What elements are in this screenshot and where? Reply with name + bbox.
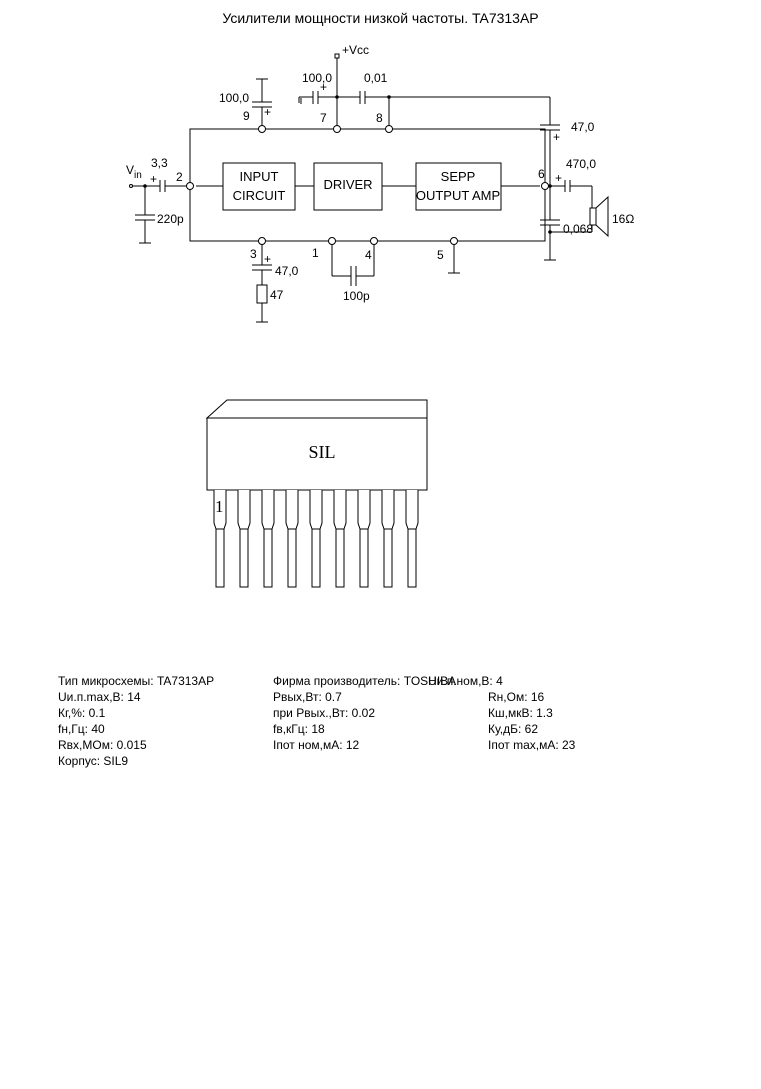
spec-noise: Кш,мкВ: 1.3: [488, 706, 553, 720]
spec-current-max: Iпот max,мА: 23: [488, 738, 576, 752]
package-lead-1: [213, 490, 227, 588]
package-lead-3: [261, 490, 275, 588]
pin-4-node: [370, 237, 378, 245]
spec-supply-max: Uи.п.max,В: 14: [58, 690, 141, 704]
pin-5-node: [450, 237, 458, 245]
spec-thd: Кг,%: 0.1: [58, 706, 106, 720]
pin-label-2: 2: [176, 170, 183, 184]
block-input-line1: INPUT: [240, 169, 279, 184]
input-label-sub: in: [134, 170, 142, 181]
cap-pin9-value: 100,0: [219, 91, 249, 105]
cap-zobel: [540, 186, 560, 261]
pin-label-6: 6: [538, 167, 545, 181]
pin-label-9: 9: [243, 109, 250, 123]
output-stage: [550, 180, 593, 233]
spec-output-power: Рвых,Вт: 0.7: [273, 690, 342, 704]
package-label: SIL: [309, 442, 336, 462]
spec-input-resistance: Rвх,МОм: 0.015: [58, 738, 147, 752]
pin-9-node: [258, 125, 266, 133]
package-lead-6: [333, 490, 347, 588]
cap-pin1-4-value: 100p: [343, 289, 370, 303]
input-label: V: [126, 163, 134, 177]
cap-bootstrap-plus: +: [553, 130, 560, 144]
pin-label-7: 7: [320, 111, 327, 125]
package-pin1-label: 1: [215, 497, 224, 516]
cap-in-plus: +: [150, 172, 157, 186]
pin-label-3: 3: [250, 247, 257, 261]
sil-package: [205, 399, 428, 588]
pin-2-node: [186, 182, 194, 190]
cap-pin7-plus: +: [320, 80, 327, 94]
cap-pin8-value: 0,01: [364, 71, 388, 85]
cap-pin9-plus: +: [264, 105, 271, 119]
input-stage: [131, 180, 187, 244]
spec-supply-nominal: Uи.п.ном,В: 4: [428, 674, 503, 688]
resistor-pin3: [256, 284, 268, 304]
cap-zobel-value: 0,068: [563, 222, 593, 236]
cap-pin3-value: 47,0: [275, 264, 299, 278]
package-lead-9: [405, 490, 419, 588]
cap-bootstrap-value: 47,0: [571, 120, 595, 134]
page-title: Усилители мощности низкой частоты. TA731…: [222, 10, 539, 26]
pin3-network: [252, 244, 272, 323]
cap-pin3-plus: +: [264, 252, 271, 266]
spec-row: fн,Гц: 40 fв,кГц: 18 Ку,дБ: 62: [58, 721, 708, 737]
cap-pin1-4: [331, 244, 375, 286]
pin-label-4: 4: [365, 248, 372, 262]
spec-type: Тип микросхемы: TA7313AP: [58, 674, 215, 688]
spec-load: Rн,Ом: 16: [488, 690, 545, 704]
pin-label-5: 5: [437, 248, 444, 262]
pin-3-node: [258, 237, 266, 245]
spec-row: Uи.п.max,В: 14 Рвых,Вт: 0.7 Rн,Ом: 16: [58, 689, 708, 705]
package-lead-8: [381, 490, 395, 588]
block-driver-label: DRIVER: [323, 177, 372, 192]
cap-pin7-value: 100,0: [302, 71, 332, 85]
spec-table: Тип микросхемы: TA7313AP Фирма производи…: [58, 673, 708, 769]
package-pins: [213, 490, 419, 588]
spec-manufacturer: Фирма производитель: TOSHIBA: [273, 674, 457, 688]
package-lead-7: [357, 490, 371, 588]
cap-out-plus: +: [555, 171, 562, 185]
cap-in-shunt-value: 220p: [157, 212, 184, 226]
spec-thd-power: при Рвых.,Вт: 0.02: [273, 706, 376, 720]
package-lead-5: [309, 490, 323, 588]
pin-label-1: 1: [312, 246, 319, 260]
spec-f-high: fв,кГц: 18: [273, 722, 325, 736]
speaker-icon: [589, 195, 609, 238]
spec-package: Корпус: SIL9: [58, 754, 129, 768]
spec-row: Тип микросхемы: TA7313AP Фирма производи…: [58, 673, 708, 689]
block-input-line2: CIRCUIT: [233, 188, 286, 203]
cap-pin9: [252, 78, 272, 126]
block-sepp-line2: OUTPUT AMP: [416, 188, 500, 203]
pin-8-node: [385, 125, 393, 133]
pin-label-8: 8: [376, 111, 383, 125]
cap-in-value: 3,3: [151, 156, 168, 170]
spec-f-low: fн,Гц: 40: [58, 722, 105, 736]
pin-6-node: [541, 182, 549, 190]
cap-out-value: 470,0: [566, 157, 596, 171]
pin5-ground: [448, 244, 460, 274]
package-lead-2: [237, 490, 251, 588]
pin-1-node: [328, 237, 336, 245]
vcc-label: +Vcc: [342, 43, 369, 57]
spec-row: Rвх,МОм: 0.015 Iпот ном,мА: 12 Iпот max,…: [58, 737, 708, 753]
spec-row: Корпус: SIL9: [58, 753, 708, 769]
spec-row: Кг,%: 0.1 при Рвых.,Вт: 0.02 Кш,мкВ: 1.3: [58, 705, 708, 721]
speaker-value: 16Ω: [612, 212, 634, 226]
pin-7-node: [333, 125, 341, 133]
vcc-rail: [298, 53, 551, 126]
package-lead-4: [285, 490, 299, 588]
spec-current-nominal: Iпот ном,мА: 12: [273, 738, 360, 752]
resistor-pin3-value: 47: [270, 288, 284, 302]
spec-gain: Ку,дБ: 62: [488, 722, 539, 736]
block-sepp-line1: SEPP: [441, 169, 476, 184]
